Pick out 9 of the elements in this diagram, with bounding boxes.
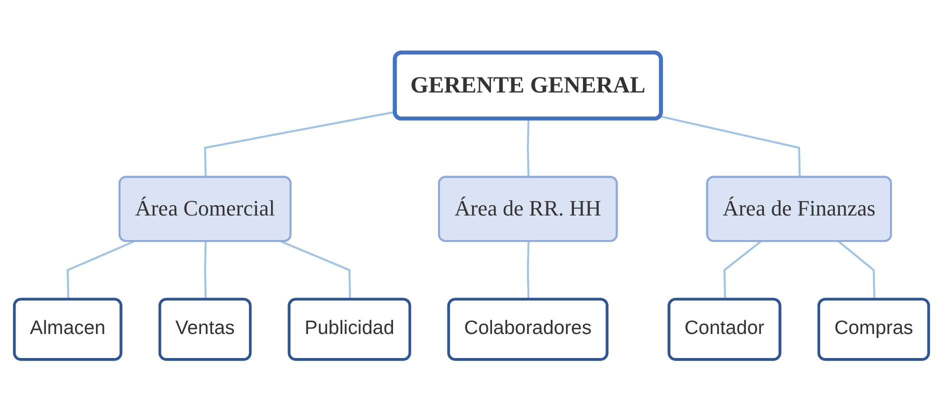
- connector: [526, 119, 530, 178]
- connector: [723, 240, 762, 300]
- connector: [204, 110, 396, 178]
- connector: [204, 242, 207, 300]
- connector: [280, 240, 352, 300]
- connector: [66, 240, 134, 300]
- connector: [838, 240, 876, 300]
- connector: [526, 242, 530, 300]
- connector: [660, 116, 801, 178]
